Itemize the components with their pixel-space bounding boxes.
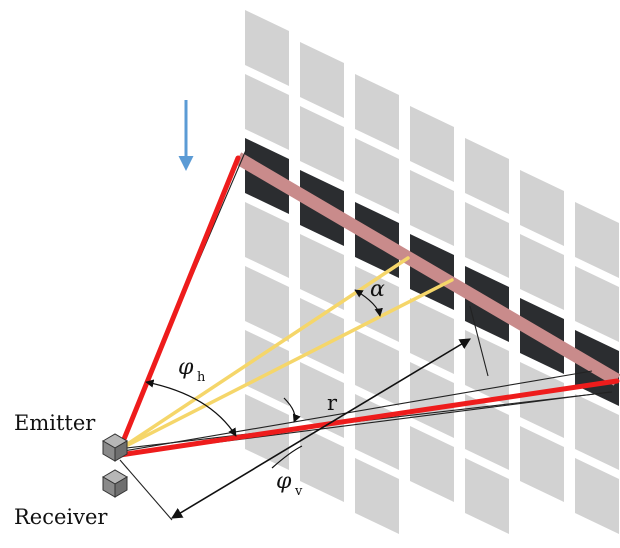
wall-tile bbox=[355, 74, 399, 150]
alpha-symbol: α bbox=[370, 277, 385, 302]
emitter-cube-icon bbox=[102, 433, 128, 462]
phi-h-subscript: h bbox=[197, 370, 206, 385]
wall-tile bbox=[300, 234, 344, 310]
wall-tile bbox=[300, 42, 344, 118]
wall-tile bbox=[520, 170, 564, 246]
emitter-label: Emitter bbox=[14, 411, 96, 435]
receiver-label: Receiver bbox=[14, 505, 108, 529]
wall-tile bbox=[520, 234, 564, 310]
distance-arrow bbox=[171, 338, 471, 519]
receiver-cube-icon bbox=[102, 469, 128, 498]
distance-label: r bbox=[327, 391, 338, 415]
wall-tile bbox=[410, 362, 454, 438]
phi-v-subscript: v bbox=[294, 484, 303, 499]
phi-h-symbol: φ bbox=[178, 355, 194, 380]
wall-tile bbox=[575, 458, 619, 534]
wall-tile bbox=[465, 458, 509, 534]
wall-tile bbox=[410, 106, 454, 182]
phi-v-symbol: φ bbox=[276, 469, 292, 494]
wall-tile bbox=[465, 138, 509, 214]
wall-tile bbox=[355, 138, 399, 214]
wall-tile bbox=[465, 202, 509, 278]
wall-tile bbox=[410, 426, 454, 502]
wall-tile bbox=[245, 74, 289, 150]
wall-tile bbox=[245, 266, 289, 342]
wall-tile bbox=[465, 330, 509, 406]
scan-line bbox=[234, 152, 620, 386]
wall-tile bbox=[575, 266, 619, 342]
wall-tile bbox=[465, 394, 509, 470]
wall-tile bbox=[355, 458, 399, 534]
wall-tile bbox=[520, 426, 564, 502]
wall-tile bbox=[300, 298, 344, 374]
wall-tile bbox=[245, 10, 289, 86]
wall-tile bbox=[410, 170, 454, 246]
wall-tile bbox=[575, 394, 619, 470]
wall-tile bbox=[245, 202, 289, 278]
wall-tile bbox=[575, 202, 619, 278]
wall-tile bbox=[300, 106, 344, 182]
